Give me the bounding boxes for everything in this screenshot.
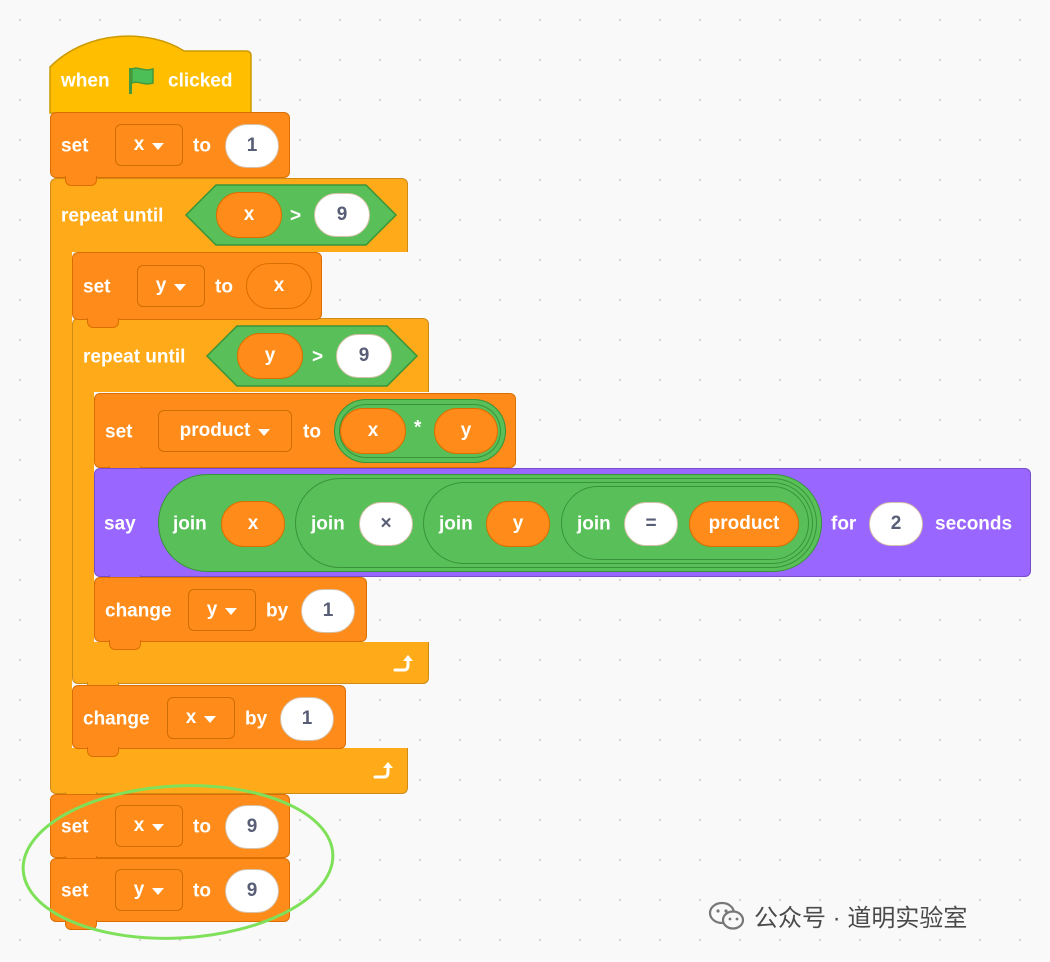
set-label: set [61,135,89,157]
watermark: 公众号 · 道明实验室 [708,898,967,933]
to-label: to [193,816,211,838]
variable-dropdown-y[interactable]: y [188,589,256,631]
number-input-9[interactable]: 9 [225,869,279,913]
variable-dropdown-y[interactable]: y [137,265,205,307]
hat-clicked-label: clicked [168,70,233,92]
number-input-9[interactable]: 9 [336,334,392,378]
dropdown-value: y [155,275,167,296]
variable-dropdown-x[interactable]: x [115,124,183,166]
number-input-1[interactable]: 1 [280,697,334,741]
change-label: change [105,600,172,622]
set-label: set [61,816,89,838]
number-input-2[interactable]: 2 [869,502,923,546]
by-label: by [245,708,268,730]
seconds-label: seconds [935,513,1013,535]
by-label: by [266,600,289,622]
chevron-down-icon [225,607,238,615]
text-input-equals[interactable]: = [624,502,678,546]
variable-reporter-x[interactable]: x [221,501,285,547]
to-label: to [215,276,233,298]
wechat-icon [708,901,745,930]
number-input-9[interactable]: 9 [314,193,370,237]
join-label: join [577,513,611,535]
variable-dropdown-product[interactable]: product [158,410,292,452]
variable-reporter-x[interactable]: x [340,408,406,454]
set-label: set [105,421,133,443]
green-flag-icon [129,67,154,94]
variable-reporter-x[interactable]: x [216,192,282,238]
operator-gt: > [290,205,302,227]
operator-multiply: * [414,417,422,439]
variable-dropdown-y[interactable]: y [115,869,183,911]
say-label: say [104,513,136,535]
chevron-down-icon [152,887,165,895]
change-label: change [83,708,150,730]
dropdown-value: x [185,707,197,728]
chevron-down-icon [152,823,165,831]
variable-dropdown-x[interactable]: x [167,697,235,739]
loop-arrow-icon [393,655,413,672]
chevron-down-icon [204,715,217,723]
loop-arrow-icon [373,762,393,779]
variable-reporter-x[interactable]: x [246,263,312,309]
repeat-outer-arm [50,250,72,754]
dropdown-value: x [133,815,145,836]
variable-reporter-y[interactable]: y [237,333,303,379]
for-label: for [831,513,857,535]
repeat-inner-arm [72,390,94,644]
hat-when-label: when [61,70,110,92]
dropdown-value: y [133,879,145,900]
set-label: set [83,276,111,298]
dropdown-value: y [206,599,218,620]
number-input-1[interactable]: 1 [225,124,279,168]
set-label: set [61,880,89,902]
number-input-9[interactable]: 9 [225,805,279,849]
variable-reporter-y[interactable]: y [434,408,498,454]
chevron-down-icon [152,142,165,150]
text-input-times[interactable]: × [359,502,413,546]
join-label: join [173,513,207,535]
to-label: to [303,421,321,443]
to-label: to [193,880,211,902]
dropdown-value: x [133,134,145,155]
dropdown-value: product [179,420,251,441]
chevron-down-icon [258,428,271,436]
repeat-until-label: repeat until [83,346,186,368]
highlight-circle [21,784,335,940]
watermark-text: 公众号 · 道明实验室 [754,905,968,932]
join-label: join [439,513,473,535]
variable-reporter-product[interactable]: product [689,501,799,547]
number-input-1[interactable]: 1 [301,589,355,633]
chevron-down-icon [174,283,187,291]
variable-reporter-y[interactable]: y [486,501,550,547]
operator-gt: > [312,346,324,368]
join-label: join [311,513,345,535]
to-label: to [193,135,211,157]
variable-dropdown-x[interactable]: x [115,805,183,847]
repeat-until-label: repeat until [61,205,164,227]
